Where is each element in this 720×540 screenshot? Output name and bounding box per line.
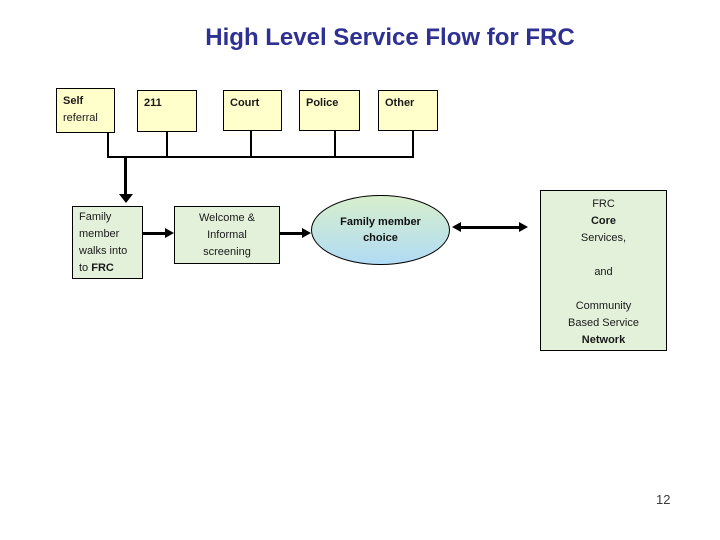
family-choice-ellipse: Family member choice [311,195,450,265]
source-label-police: Police [306,97,339,109]
source-box-other: Other [378,90,438,131]
welcome-box-line: screening [203,246,251,258]
source-box-self-referral: Self referral [56,88,115,133]
choice-ellipse-line: choice [363,232,398,244]
source-box-police: Police [299,90,360,131]
source-label-court: Court [230,97,260,109]
source-label-other: Other [385,97,415,109]
spacer [541,281,666,298]
page-number: 12 [656,492,671,507]
connector-court-vline [250,130,252,157]
spacer [541,247,666,264]
choice-ellipse-line: Family member [340,216,421,228]
services-box-line: Services, [580,232,627,244]
services-box-line: Based Service [568,317,639,329]
source-label-211: 211 [144,97,162,109]
connector-other-vline [412,130,414,157]
family-box-line: to FRC [79,262,114,274]
connector-hline [107,156,414,158]
family-box-line: Family [79,211,112,223]
slide-title: High Level Service Flow for FRC [205,24,575,51]
source-label-self: Self [63,95,84,107]
welcome-box-line: Welcome & [198,212,256,224]
family-box-line: walks into [79,245,128,257]
family-box-line: member [79,228,120,240]
connector-police-vline [334,130,336,157]
frc-core-services-box: FRC Core Services, and Community Based S… [540,190,667,351]
family-walks-in-box: Family member walks into to FRC [72,206,143,279]
source-box-court: Court [223,90,282,131]
source-label-referral: referral [63,112,98,124]
welcome-box-line: Informal [207,229,247,241]
services-box-line: Community [575,300,632,312]
connector-self-vline [107,132,109,157]
welcome-screening-box: Welcome & Informal screening [174,206,280,264]
services-box-line: Core [590,215,617,227]
source-box-211: 211 [137,90,197,132]
services-box-line: Network [581,334,626,346]
services-box-line: and [594,266,613,278]
connector-211-vline [166,131,168,157]
services-box-line: FRC [592,198,615,210]
